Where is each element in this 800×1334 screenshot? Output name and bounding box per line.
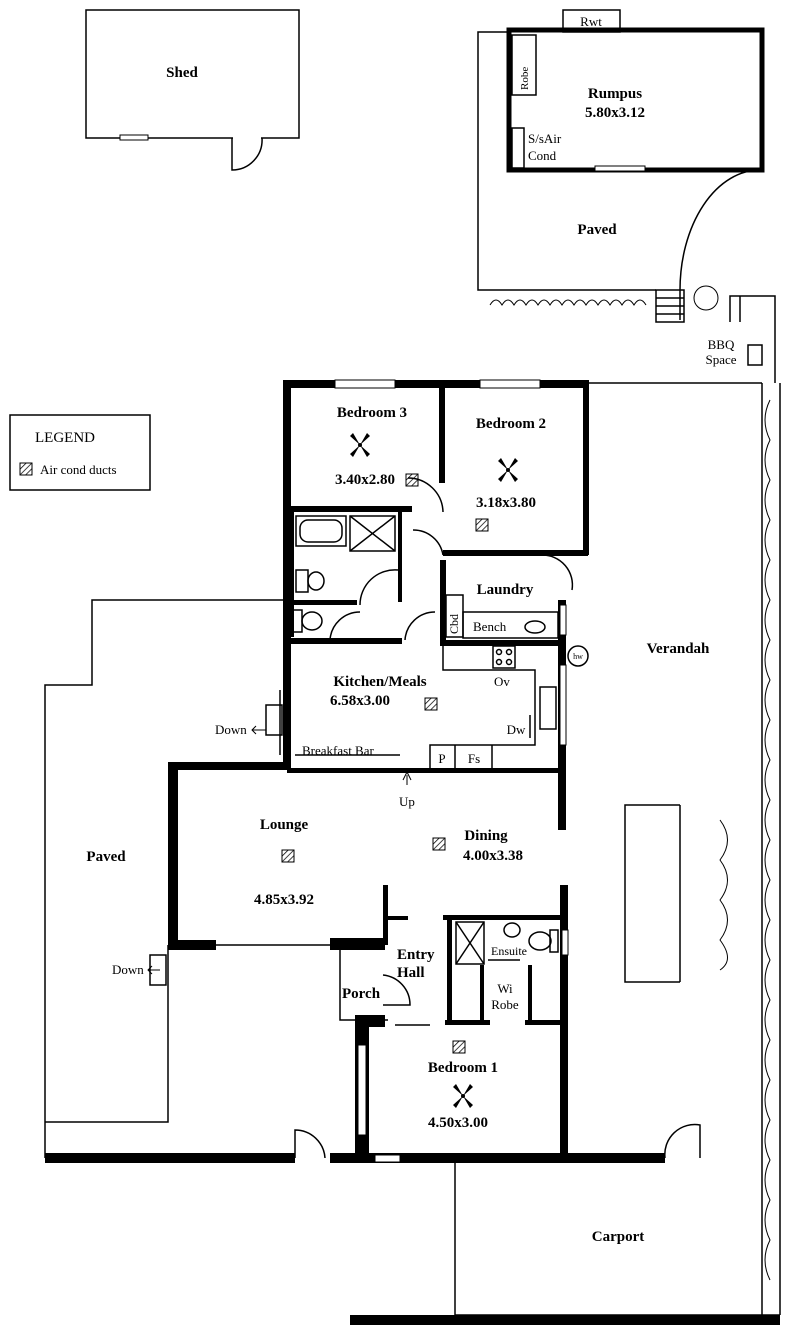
laundry-label: Laundry [477, 582, 534, 598]
ss-cond-label: Cond [528, 148, 557, 163]
shed-label: Shed [166, 65, 198, 81]
shrubs [489, 285, 719, 311]
ss-air-label: S/sAir [528, 131, 562, 146]
shed [85, 9, 300, 171]
porch-label: Porch [342, 986, 381, 1002]
bbq-label-1: BBQ [708, 337, 735, 352]
rumpus-size: 5.80x3.12 [585, 105, 645, 121]
verandah-label: Verandah [647, 641, 710, 657]
legend-title: LEGEND [35, 430, 95, 446]
verandah-boundary [585, 382, 781, 1315]
air-cond-duct-icon [475, 518, 489, 532]
bedroom2-label: Bedroom 2 [476, 416, 546, 432]
air-cond-duct-icon [405, 473, 419, 487]
cbd-label: Cbd [447, 614, 461, 634]
down-label-2: Down [112, 962, 144, 977]
paved-left-label: Paved [86, 849, 126, 865]
bedroom1-label: Bedroom 1 [428, 1060, 498, 1076]
air-cond-duct-icon [281, 849, 295, 863]
lounge-label: Lounge [260, 817, 309, 833]
rumpus-label: Rumpus [588, 86, 642, 102]
down-label-1: Down [215, 722, 247, 737]
entry-label-2: Hall [397, 965, 425, 981]
carport [350, 1163, 780, 1325]
rwt-label: Rwt [580, 14, 602, 29]
house-walls [45, 379, 701, 1163]
legend-item-label: Air cond ducts [40, 462, 117, 477]
dining-size: 4.00x3.38 [463, 848, 523, 864]
ceiling-fan-icon [453, 1084, 473, 1108]
air-cond-duct-icon [424, 697, 438, 711]
breakfast-bar-label: Breakfast Bar [302, 743, 375, 758]
paved-left-outline [44, 599, 287, 1158]
oven-label: Ov [494, 674, 510, 689]
hw-label: hw [573, 652, 583, 661]
up-label: Up [399, 794, 415, 809]
bedroom1-size: 4.50x3.00 [428, 1115, 488, 1131]
entry-label-1: Entry [397, 947, 435, 963]
dining-label: Dining [464, 828, 508, 844]
kitchen-label: Kitchen/Meals [333, 674, 426, 690]
rumpus-building [477, 9, 776, 383]
down-arrow-icon [251, 725, 266, 735]
robe-label: Robe [519, 67, 531, 90]
bedroom2-size: 3.18x3.80 [476, 495, 536, 511]
carport-label: Carport [592, 1229, 645, 1245]
legend: LEGEND Air cond ducts [9, 414, 151, 491]
air-cond-duct-icon [452, 1040, 466, 1054]
room-labels: Shed Rwt Rumpus 5.80x3.12 Robe S/sAir Co… [86, 14, 736, 1245]
bedroom3-label: Bedroom 3 [337, 405, 407, 421]
wirobe-label-2: Robe [491, 997, 519, 1012]
steps [655, 289, 685, 323]
kitchen-size: 6.58x3.00 [330, 693, 390, 709]
paved-top-label: Paved [577, 222, 617, 238]
dishwasher-label: Dw [507, 722, 526, 737]
fixtures [149, 477, 589, 986]
bench-label: Bench [473, 619, 507, 634]
ceiling-fan-icon [498, 458, 518, 482]
bbq-label-2: Space [705, 352, 736, 367]
air-cond-duct-icon [432, 837, 446, 851]
ceiling-fan-icon [350, 433, 370, 457]
lounge-size: 4.85x3.92 [254, 892, 314, 908]
pantry-label: P [438, 751, 445, 766]
bedroom3-size: 3.40x2.80 [335, 472, 395, 488]
wirobe-label-1: Wi [497, 981, 513, 996]
fridge-space-label: Fs [468, 751, 480, 766]
air-cond-duct-icon [19, 462, 33, 476]
ensuite-label: Ensuite [491, 944, 527, 958]
down-arrow-icon [147, 965, 160, 975]
